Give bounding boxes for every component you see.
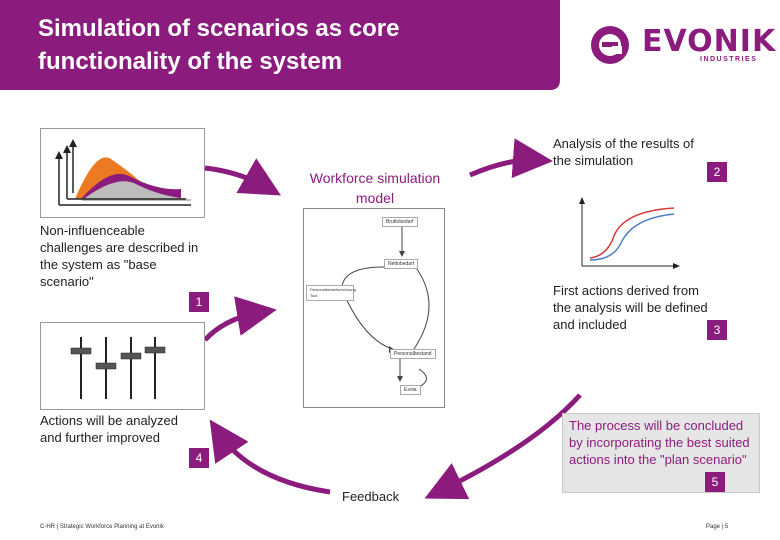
logo-wordmark: EVONIK: [642, 24, 777, 59]
arrow-back-to-model: [203, 296, 277, 342]
step-4-text: Actions will be analyzed and further imp…: [40, 413, 179, 445]
arrow-to-analysis: [469, 138, 553, 179]
step-5-badge: 5: [705, 472, 725, 492]
arrow-to-model: [204, 158, 282, 196]
step-3-badge: 3: [707, 320, 727, 340]
model-node-tool: Personalbedarfsrechnung Tool: [306, 285, 356, 301]
footer-left: C-HR | Strategic Workforce Planning at E…: [40, 524, 164, 530]
model-title: Workforce simulation model: [309, 170, 441, 206]
base-scenario-box: [40, 128, 205, 218]
feedback-label: Feedback: [342, 489, 400, 504]
actions-box: [40, 322, 205, 410]
sliders-illustration-icon: [70, 337, 166, 399]
arrow-to-actions: [209, 419, 331, 495]
step-3-text: First actions derived from the analysis …: [553, 283, 708, 332]
arrow-to-feedback: [424, 393, 582, 500]
area-chart-illustration: [55, 139, 191, 206]
analysis-chart-box: [552, 186, 712, 278]
step-1-badge: 1: [189, 292, 209, 312]
step-2-badge: 2: [707, 162, 727, 182]
evonik-logo: EVONIK INDUSTRIES: [588, 22, 775, 68]
header-shape: [0, 0, 560, 90]
step-2-text: Analysis of the results of the simulatio…: [553, 136, 694, 168]
s-curve-illustration: [579, 197, 680, 269]
step-5-text: The process will be concluded by incorpo…: [569, 418, 750, 467]
model-diagram-box: Bruttobedarf Nettobedarf Personalbedarfs…: [303, 208, 445, 408]
model-node-exits: Exoia: [400, 385, 421, 395]
step-4-badge: 4: [189, 448, 209, 468]
step-5-box: [562, 413, 760, 493]
header-band: Simulation of scenarios as core function…: [0, 0, 780, 92]
step-1-text: Non-influenceable challenges are describ…: [40, 223, 199, 289]
page-title: Simulation of scenarios as core function…: [38, 15, 400, 75]
model-node-gross-demand: Bruttobedarf: [382, 217, 418, 227]
evonik-logo-mark-icon: [591, 26, 629, 64]
model-node-headcount: Personalbestand: [390, 349, 436, 359]
model-node-net-demand: Nettobedarf: [384, 259, 419, 269]
model-diagram-lines: [341, 227, 430, 388]
page-number: Page | 5: [706, 524, 729, 530]
logo-subtitle: INDUSTRIES: [700, 56, 758, 63]
